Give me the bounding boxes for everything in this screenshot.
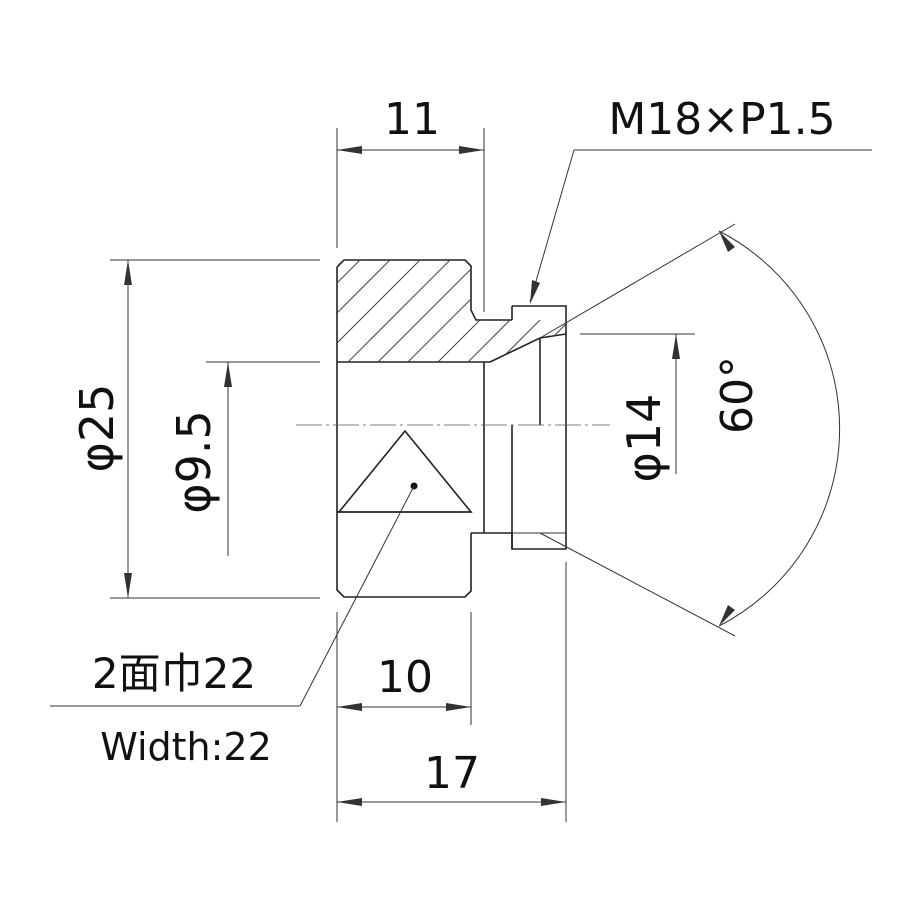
angle-dimension-60: 60° <box>539 223 841 637</box>
dia-14-label: φ14 <box>617 394 671 483</box>
dia-9-5-label: φ9.5 <box>167 410 221 514</box>
width-across-flats-jp-label: 2面巾22 <box>92 649 256 698</box>
dimension-10-label: 10 <box>377 652 433 703</box>
extension-lines <box>110 128 695 822</box>
dimension-11-label: 11 <box>384 94 440 145</box>
dimension-11: 11 <box>337 94 484 154</box>
angle-label: 60° <box>712 356 763 434</box>
part-outline <box>336 259 567 598</box>
section-hatch <box>337 260 566 362</box>
dia-25-label: φ25 <box>70 384 124 473</box>
dimension-17: 17 <box>337 748 566 806</box>
dimension-dia-9-5: φ9.5 <box>167 362 232 556</box>
thread-callout: M18×P1.5 <box>529 94 872 304</box>
dimension-10: 10 <box>337 652 471 711</box>
dimension-dia-14: φ14 <box>617 334 680 482</box>
dimension-17-label: 17 <box>424 748 480 799</box>
width-across-flats-en-label: Width:22 <box>100 725 272 769</box>
width-across-flats-callout: 2面巾22 Width:22 <box>50 485 415 769</box>
dimension-dia-25: φ25 <box>70 260 132 598</box>
thread-spec-label: M18×P1.5 <box>608 94 835 145</box>
